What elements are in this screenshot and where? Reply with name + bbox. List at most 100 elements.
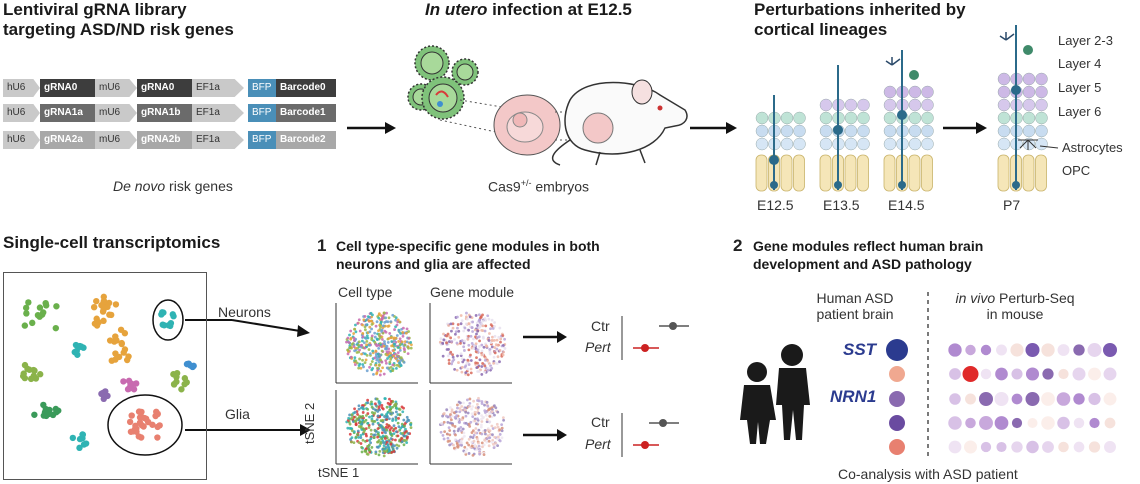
perturb-dot: [1073, 393, 1085, 405]
cassette-p1: hU6: [3, 131, 40, 149]
cassette-g2: gRNA2b: [137, 131, 192, 149]
perturb-dot: [995, 367, 1008, 381]
cassette-p2: mU6: [95, 104, 137, 122]
perturb-dot: [979, 392, 993, 406]
caption-embryos: embryos: [531, 178, 590, 195]
perturb-dot: [1027, 417, 1038, 429]
perturb-dot: [1057, 416, 1070, 430]
panel1-title: Lentiviral gRNA library targeting ASD/ND…: [3, 0, 234, 40]
human-dot: [889, 415, 905, 431]
panel2-title-rest: infection at E12.5: [487, 0, 632, 19]
perturb-dot: [1073, 417, 1085, 429]
cassette-p2: mU6: [95, 131, 137, 149]
perturb-dot: [996, 441, 1007, 453]
perturb-dot: [1011, 441, 1023, 453]
perturb-dot: [1011, 368, 1023, 380]
mini-scatter: [439, 396, 506, 457]
perturb-dot: [1104, 441, 1116, 453]
mouse-icon: [551, 79, 688, 166]
human-dot: [889, 439, 905, 455]
perturb-dot: [1058, 441, 1069, 453]
perturb-dot: [1103, 392, 1117, 406]
panel6-number: 2: [733, 236, 743, 255]
glia-cluster-outline: [107, 394, 183, 456]
cassette-bc: Barcode0: [276, 79, 336, 97]
cassette-p2: mU6: [95, 79, 137, 97]
perturb-dot: [1025, 392, 1040, 406]
caption-rest: risk genes: [165, 178, 233, 194]
caption-italic: De novo: [113, 178, 166, 194]
mini-scatter: [438, 311, 507, 377]
cassette-bfp: BFP: [248, 79, 276, 97]
perturb-dot: [963, 440, 978, 454]
axis-tsne1: tSNE 1: [318, 465, 360, 480]
cassette-bc: Barcode2: [276, 131, 336, 149]
tsne-cluster: [158, 309, 177, 330]
ctr-point: [659, 419, 667, 427]
perturb-dot: [1010, 343, 1024, 357]
human-dot: [886, 339, 908, 361]
tsne-cluster: [106, 326, 132, 364]
panel6-title: Gene modules reflect human brain develop…: [753, 237, 983, 273]
gene-sst: SST: [843, 340, 877, 359]
perturb-dot: [1088, 367, 1101, 381]
perturb-dot: [979, 416, 993, 430]
perturb-dot: [1057, 344, 1070, 356]
tsne-cluster: [90, 293, 120, 329]
glia-label: Glia: [225, 406, 250, 422]
tsne-cluster: [71, 341, 87, 358]
perturb-dot: [994, 392, 1009, 406]
layer-label: Layer 4: [1058, 56, 1102, 71]
panel6-title-line2: development and ASD pathology: [753, 256, 972, 272]
layer-label: OPC: [1062, 163, 1091, 178]
children-silhouette: [740, 344, 810, 444]
tsne-cluster: [120, 377, 140, 393]
panel6-title-line1: Gene modules reflect human brain: [753, 238, 984, 254]
panel3-title-line1: Perturbations inherited by: [754, 0, 966, 19]
perturb-dot: [1042, 441, 1054, 453]
cassette-p3: EF1a: [192, 131, 244, 149]
human-line2: patient brain: [816, 306, 894, 322]
panel4-title: Single-cell transcriptomics: [3, 233, 221, 252]
cassette-g1: gRNA1a: [40, 104, 95, 122]
panel1-caption: De novo risk genes: [113, 178, 233, 194]
tsne-cluster: [31, 401, 62, 420]
panel1-title-line1: Lentiviral gRNA library: [3, 0, 187, 19]
perturb-seq-label: in vivo Perturb-Seq in mouse: [940, 290, 1090, 322]
virus-particles: [407, 45, 479, 120]
caption-sup: +/-: [520, 178, 532, 188]
cassette-bfp: BFP: [248, 104, 276, 122]
cortex-column: [755, 95, 806, 192]
cassette-bc: Barcode1: [276, 104, 336, 122]
cassette-g2: gRNA0: [137, 79, 192, 97]
tsne-cluster: [98, 388, 111, 403]
tsne-cluster: [69, 431, 90, 452]
caption-cas9: Cas9: [488, 178, 521, 195]
perturb-dot: [980, 344, 992, 356]
human-asd-label: Human ASD patient brain: [800, 290, 910, 322]
perturb-dot: [1056, 392, 1071, 406]
mouse-italic: in vivo: [955, 290, 996, 306]
perturb-dot: [948, 343, 962, 357]
cassette-p3: EF1a: [192, 104, 244, 122]
perturb-dot: [1041, 343, 1055, 357]
panel2-title-italic: In utero: [425, 0, 488, 19]
pert-point: [641, 441, 649, 449]
stage-label: E13.5: [823, 197, 860, 213]
cassette-g1: gRNA0: [40, 79, 95, 97]
cassette-bfp: BFP: [248, 131, 276, 149]
perturb-dot: [1025, 343, 1040, 357]
neuron-cluster-outline: [152, 299, 184, 341]
perturb-dot: [962, 366, 979, 382]
perturb-dot: [965, 393, 976, 405]
human-line1: Human ASD: [816, 290, 894, 306]
panel5-title-line1: Cell type-specific gene modules in both: [336, 238, 600, 254]
mini-scatter: [345, 397, 413, 458]
tsne-cluster: [183, 360, 197, 371]
panel2-caption: Cas9+/- embryos: [488, 178, 589, 195]
perturb-dot: [1103, 367, 1117, 381]
embryo: [493, 94, 561, 156]
